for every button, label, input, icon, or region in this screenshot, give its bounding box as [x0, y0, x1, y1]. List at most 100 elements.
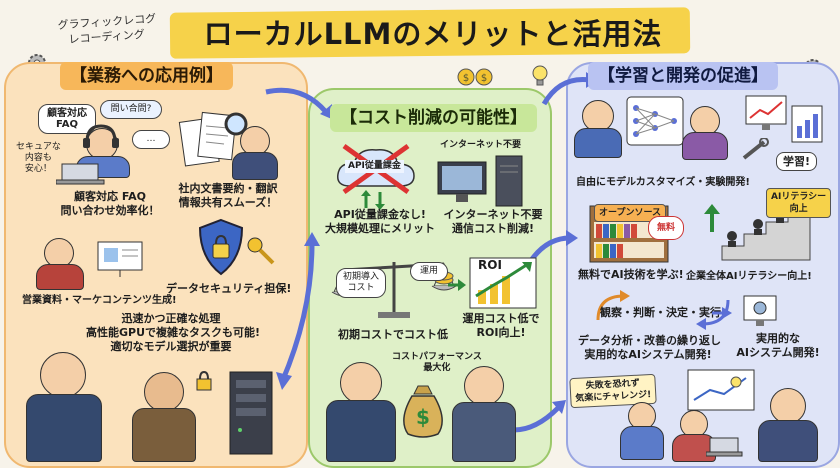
initial-caption: 初期コストでコスト低: [338, 328, 448, 341]
learning-heading: 【学習と開発の促進】: [588, 62, 778, 90]
free-badge: 無料: [648, 216, 684, 240]
initial-cost-label: 初期導入 コスト: [336, 268, 386, 298]
flow-arrow-icon: [513, 400, 566, 433]
analysis-line2: 実用的なAIシステム開発!: [584, 348, 712, 361]
process-line1: 迅速かつ正確な処理: [121, 312, 221, 325]
cost-performance-label: コストパフォーマンス 最大化: [392, 352, 482, 374]
ai-system-icon: [743, 295, 777, 326]
roi-caption-line1: 運用コスト低で: [462, 312, 540, 325]
desktop-pc-icon: [437, 155, 523, 207]
laptop-icon: [706, 437, 743, 457]
api-cloud-label: API従量課金: [345, 160, 404, 173]
analysis-line1: データ分析・改善の繰り返し: [578, 334, 721, 347]
api-caption: API従量課金なし! 大規模処理にメリット: [320, 208, 440, 236]
team-member-1-body: [620, 426, 664, 460]
businessman-right-body: [132, 408, 196, 462]
analyst-body: [232, 152, 278, 180]
process-line3: 適切なモデル選択が重要: [110, 340, 232, 353]
process-text: 迅速かつ正確な処理 高性能GPUで複雑なタスクも可能! 適切なモデル選択が重要: [86, 312, 261, 354]
practical-caption: 実用的な AIシステム開発!: [730, 332, 826, 360]
ai-literacy-line2: 向上: [789, 204, 808, 214]
net-caption-line2: 通信コスト削減!: [451, 222, 535, 235]
tools-icon: [742, 138, 769, 160]
learner-left-body: [574, 128, 622, 158]
right-arrow-icon: [448, 279, 466, 291]
dots-bubble: …: [132, 130, 170, 149]
doc-caption: 社内文書要約・翻訳 情報共有スムーズ！: [168, 182, 288, 210]
executive-right-body: [452, 402, 516, 462]
shield-lock-icon: [198, 218, 244, 276]
right-arrow-icon: [712, 307, 732, 319]
neural-network-icon: [626, 96, 684, 146]
lightbulb-icon: [532, 65, 548, 86]
net-caption-line1: インターネット不要: [443, 208, 543, 221]
process-line2: 高性能GPUで複雑なタスクも可能!: [86, 326, 261, 339]
practical-line2: AIシステム開発!: [736, 346, 820, 359]
team-member-3-avatar: [770, 388, 806, 424]
server-icon: [229, 371, 273, 455]
ai-literacy-line1: AIリテラシー: [771, 192, 827, 202]
svg-text:$: $: [481, 73, 487, 84]
cycle-text: 観察・判断・決定・実行: [600, 306, 721, 319]
doc-caption-line2: 情報共有スムーズ！: [178, 196, 278, 209]
executive-left-body: [326, 400, 396, 462]
chart-doc-icon: [791, 105, 823, 143]
coin-icon: $ $: [457, 68, 493, 86]
faq-caption-line1: 顧客対応 FAQ: [74, 190, 146, 203]
doc-caption-line1: 社内文書要約・翻訳: [178, 182, 278, 195]
key-icon: [247, 237, 275, 265]
svg-text:$: $: [463, 73, 469, 84]
api-caption-line1: API従量課金なし!: [334, 208, 426, 221]
lock-icon: [196, 370, 212, 391]
opensource-label: オープンソース: [594, 204, 667, 222]
up-arrow-icon: [704, 204, 720, 232]
cp-line1: コストパフォーマンス: [392, 352, 482, 362]
presentation-board-icon: [97, 241, 143, 277]
analyst-avatar: [240, 126, 270, 156]
exchange-arrows-icon: [361, 190, 385, 210]
businessman-right-avatar: [144, 372, 184, 412]
free-caption: 無料でAI技術を学ぶ!: [578, 268, 684, 281]
svg-text:$: $: [416, 405, 430, 429]
businessman-left-avatar: [40, 352, 86, 398]
api-caption-line2: 大規模処理にメリット: [325, 222, 435, 235]
ai-literacy-flag: AIリテラシー 向上: [766, 188, 832, 218]
team-member-3-body: [758, 420, 818, 462]
cost-heading: 【コスト削減の可能性】: [330, 104, 537, 132]
analysis-caption: データ分析・改善の繰り返し 実用的なAIシステム開発!: [578, 334, 721, 362]
cycle-arrows-icon: [596, 290, 730, 330]
roi-caption-line2: ROI向上!: [476, 326, 526, 339]
sales-caption: 営業資料・マーケコンテンツ生成!: [22, 295, 177, 306]
cp-line2: 最大化: [423, 363, 451, 373]
faq-caption: 顧客対応 FAQ 問い合わせ効率化！: [50, 190, 170, 218]
page-title: ローカルLLMのメリットと活用法: [203, 17, 663, 51]
net-caption: インターネット不要 通信コスト削減!: [438, 208, 548, 236]
custom-caption: 自由にモデルカスタマイズ・実験開発!: [576, 177, 750, 188]
roi-chart-icon: [469, 257, 537, 309]
flow-arrow-icon: [276, 232, 320, 390]
laptop-icon: [56, 163, 105, 185]
header-logo-text: グラフィックレコグ レコーディング: [57, 10, 169, 48]
practical-line1: 実用的な: [756, 332, 800, 345]
faq-caption-line2: 問い合わせ効率化！: [60, 204, 160, 217]
monitor-chart-icon: [745, 95, 787, 130]
business-heading: 【業務への応用例】: [60, 62, 233, 90]
roi-label: ROI: [478, 258, 502, 272]
learn-speech: 学習!: [776, 152, 818, 171]
executive-left-avatar: [340, 362, 382, 404]
whiteboard-icon: [687, 369, 755, 411]
presenter-body: [36, 264, 84, 290]
learner-left-avatar: [582, 100, 614, 132]
faq-bubble: 顧客対応 FAQ: [38, 104, 96, 134]
company-caption: 企業全体AIリテラシー向上!: [686, 271, 812, 282]
businessman-left-body: [26, 394, 102, 462]
internet-label: インターネット不要: [440, 140, 522, 150]
executive-right-avatar: [464, 366, 504, 406]
money-bag-icon: $: [403, 385, 443, 438]
question-bubble: 問い合問?: [100, 100, 162, 119]
headset-icon: [83, 124, 119, 148]
team-member-2-body: [672, 434, 716, 462]
ops-label: 運用: [410, 262, 448, 281]
security-caption: データセキュリティ担保!: [166, 282, 292, 295]
learner-right-body: [682, 132, 728, 160]
